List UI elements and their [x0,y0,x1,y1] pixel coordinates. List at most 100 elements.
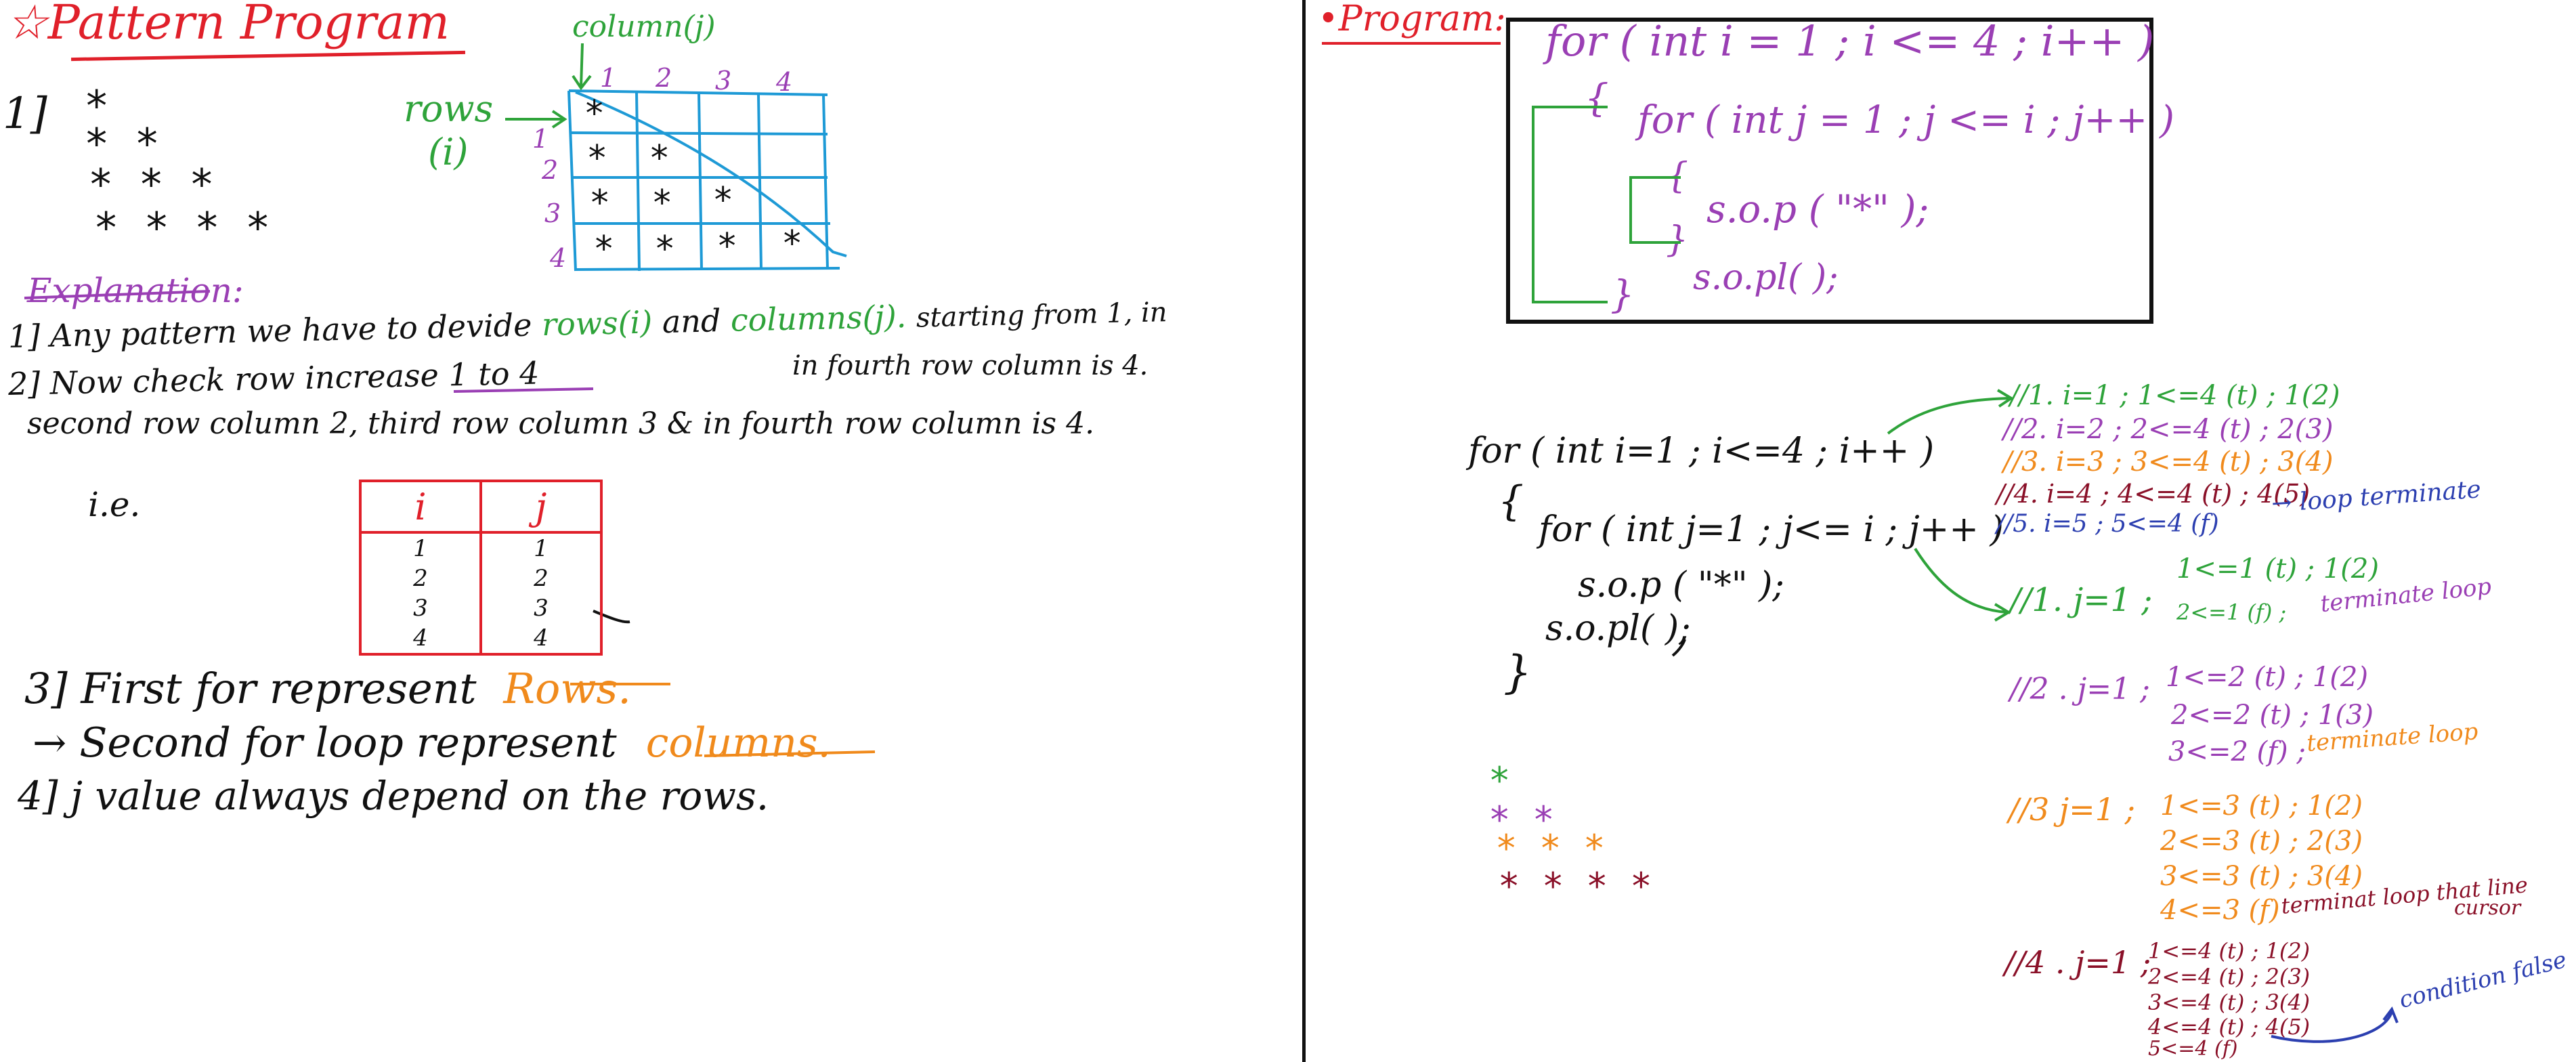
box-close-brace: } [1610,273,1635,317]
box-outer-for: for ( int i = 1 ; i <= 4 ; i++ ) [1545,16,2155,66]
table-cell: 2 [479,564,601,593]
grid-cell: * [651,183,673,224]
box-println: s.o.pl( ); [1693,257,1839,298]
inner-trace-line: 1<=4 (t) ; 1(2) [2148,938,2311,964]
inner-trace-line: 5<=4 (f) [2148,1037,2238,1061]
table-cell: 1 [479,532,601,564]
inner-trace-line: 4<=3 (f) [2160,895,2280,926]
star-output-row: * * * [1495,827,1606,870]
grid-cell: * [712,180,734,221]
trace-println: s.o.pl( ); [1545,608,1691,649]
grid-cell: * [586,138,608,179]
table-header-j: j [479,481,601,534]
trace-outer-for: for ( int i=1 ; i<=4 ; i++ ) [1468,431,1935,471]
inner-trace-note-2: cursor [2454,896,2521,920]
inner-trace-line: 2<=2 (t) ; 1(3) [2171,700,2374,731]
inner-trace-line: 2<=4 (t) ; 2(3) [2148,964,2311,990]
inner-trace-line: 2<=1 (f) ; [2176,599,2287,625]
grid-cell: * [593,229,615,270]
grid-cell: * [781,224,803,264]
program-label: •Program: [1318,0,1506,39]
trace-open-brace: { [1498,477,1524,525]
star-row: * [84,81,110,131]
star-row: * * [84,119,160,169]
explanation-line-3: second row column 2, third row column 3 … [27,406,1095,441]
inner-trace-line: 1<=1 (t) ; 1(2) [2176,553,2379,585]
outer-trace-line: //4. i=4 ; 4<=4 (t) ; 4(5) [1996,479,2311,509]
star-row: * * * * [93,203,271,253]
star-output-row: * * * * [1498,865,1652,908]
point-4: 4] j value always depend on the rows. [18,773,769,819]
star-output-row: * [1488,759,1511,802]
box-inner-for: for ( int j = 1 ; j <= i ; j++ ) [1637,98,2174,142]
inner-trace-line: 1<=3 (t) ; 1(2) [2160,790,2363,822]
inner-trace-line: 3<=3 (t) ; 3(4) [2160,861,2363,892]
table-cell: 2 [413,565,428,592]
program-underline [1322,42,1501,45]
ie-label: i.e. [88,485,141,524]
column-label: column(j) [572,9,716,44]
outer-trace-line: //5. i=5 ; 5<=4 (f) [1996,510,2219,538]
box-close-brace-2: } [1666,219,1689,260]
text: 3] First for represent [24,664,477,713]
inner-trace-line: 3<=2 (f) ; [2168,736,2306,767]
grid-cell: * [716,226,738,267]
inner-trace-head: //4 . j=1 ; [2004,944,2151,981]
box-print-star: s.o.p ( "*" ); [1706,188,1929,232]
grid-cell: * [589,183,611,224]
inner-trace-head: //3 j=1 ; [2009,791,2136,828]
grid-cell: * [649,138,670,179]
grid-arrows [505,43,592,129]
code-box [1506,18,2153,324]
page-title: ☆Pattern Program [5,0,450,50]
page-divider [1302,0,1306,1062]
row-number: 4 [550,243,567,273]
table-cell: 3 [479,593,601,623]
rows-label-sub: (i) [428,131,469,173]
text: columns. [645,719,831,767]
inner-trace-head: //1. j=1 ; [2010,581,2153,619]
grid-lines [567,89,847,272]
table-header-i: i [360,481,481,534]
explanation-line-2-tail: in fourth row column is 4. [792,350,1149,381]
box-open-brace: { [1585,77,1609,121]
inner-trace-line: 1<=2 (t) ; 1(2) [2166,662,2368,693]
col-number: 4 [776,67,793,97]
trace-close-brace: } [1503,646,1532,698]
inner-trace-head: //2 . j=1 ; [2010,672,2150,706]
star-row: * * * [88,160,215,209]
col-number: 2 [656,63,672,93]
inner-trace-line: 4<=4 (t) ; 4(5) [2148,1014,2311,1040]
point-3: 3] First for represent Rows. [24,664,631,713]
outer-trace-line: //1. i=1 ; 1<=4 (t) ; 1(2) [2010,380,2340,411]
star-output-row: * * [1488,799,1555,841]
table-cell: 3 [413,595,428,622]
col-number: 3 [715,66,732,95]
rows-label: rows [404,87,494,130]
inner-trace-line: 3<=4 (t) ; 3(4) [2148,990,2311,1015]
grid-cell: * [584,93,605,134]
point-3-continued: → Second for loop represent columns. [33,719,831,767]
row-number: 2 [542,155,559,185]
table-cell: 1 [413,535,428,562]
outer-trace-line: //2. i=2 ; 2<=4 (t) ; 2(3) [2003,414,2334,445]
explanation-heading: Explanation: [27,271,244,310]
trace-print-star: s.o.p ( "*" ); [1578,565,1784,606]
row-number: 1 [532,124,549,154]
row-number: 3 [544,198,561,228]
grid-cell: * [654,229,676,270]
inner-trace-line: 2<=3 (t) ; 2(3) [2160,826,2363,857]
item-1-label: 1] [3,89,47,139]
trace-inner-for: for ( int j=1 ; j<= i ; j++ ) [1539,509,2004,550]
table-cell: 4 [479,623,601,654]
text: → Second for loop represent [33,719,617,767]
text: Rows. [503,664,631,713]
table-cell: 4 [413,624,428,652]
